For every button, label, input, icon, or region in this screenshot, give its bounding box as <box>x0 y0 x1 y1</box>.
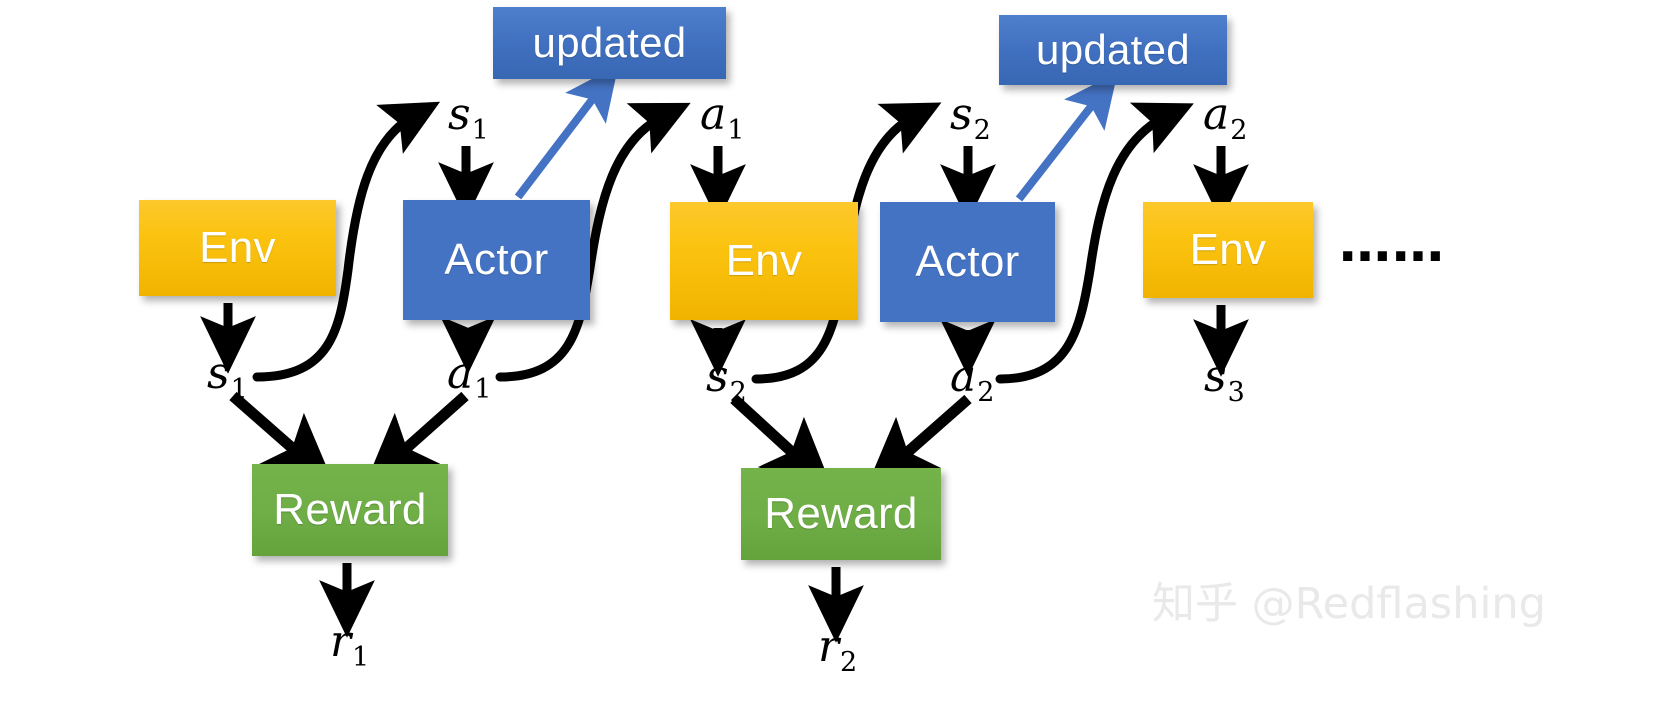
node-updated-1[interactable]: updated <box>493 7 726 79</box>
node-updated-2[interactable]: updated <box>999 15 1227 85</box>
label-a1-bottom: a1 <box>447 352 491 404</box>
node-label: Actor <box>915 237 1020 286</box>
label-subscript: 2 <box>977 377 995 408</box>
arrow-s1-to-reward1 <box>229 391 335 485</box>
label-subscript: 1 <box>727 115 745 146</box>
label-base: s <box>706 351 729 402</box>
label-s1-bottom: s1 <box>207 352 248 404</box>
arrow-a1-to-reward1 <box>364 391 469 486</box>
label-s2-bottom: s2 <box>706 355 747 407</box>
label-subscript: 2 <box>729 377 747 408</box>
watermark: 知乎 @Redflashing <box>1152 579 1546 629</box>
arrow-s2-to-reward2 <box>730 394 833 490</box>
node-label: Env <box>199 223 276 272</box>
label-base: r <box>330 616 352 667</box>
label-a2-bottom: a2 <box>950 355 994 407</box>
label-base: a <box>700 89 727 140</box>
label-subscript: 2 <box>1230 115 1248 146</box>
node-reward-1[interactable]: Reward <box>252 464 448 556</box>
node-actor-1[interactable]: Actor <box>403 200 590 320</box>
curve-s1-to-s1top <box>252 101 441 382</box>
label-base: s <box>950 89 973 140</box>
label-base: a <box>447 348 474 399</box>
label-a2-top: a2 <box>1203 93 1247 145</box>
node-label: Reward <box>273 485 427 534</box>
node-env-1[interactable]: Env <box>139 200 336 296</box>
label-a1-top: a1 <box>700 93 744 145</box>
label-base: a <box>1203 89 1230 140</box>
label-r1: r1 <box>330 620 369 672</box>
label-base: r <box>818 621 840 672</box>
label-subscript: 1 <box>230 374 248 405</box>
curve-a1-to-a1top <box>495 102 691 382</box>
label-subscript: 3 <box>1227 377 1245 408</box>
label-base: s <box>1204 351 1227 402</box>
label-base: a <box>950 351 977 402</box>
label-r2: r2 <box>818 625 857 677</box>
label-subscript: 2 <box>840 647 858 678</box>
label-subscript: 1 <box>352 642 370 673</box>
node-label: Actor <box>444 235 549 284</box>
label-base: s <box>207 348 230 399</box>
label-s1-top: s1 <box>448 93 489 145</box>
node-label: Env <box>725 236 803 285</box>
node-actor-2[interactable]: Actor <box>880 202 1055 322</box>
node-env-3[interactable]: Env <box>1143 202 1313 298</box>
node-label: updated <box>1036 26 1190 73</box>
node-env-2[interactable]: Env <box>670 202 858 320</box>
node-label: Env <box>1189 225 1267 274</box>
node-label: Reward <box>764 489 918 538</box>
label-subscript: 1 <box>471 115 489 146</box>
label-subscript: 1 <box>474 374 492 405</box>
label-s2-top: s2 <box>950 93 991 145</box>
label-subscript: 2 <box>973 115 991 146</box>
node-label: updated <box>532 19 687 66</box>
arrow-actor1-to-updated1 <box>514 65 619 200</box>
arrow-a2-to-reward2 <box>865 394 972 489</box>
curve-a2-to-a2top <box>995 102 1194 384</box>
node-reward-2[interactable]: Reward <box>741 468 941 560</box>
label-base: s <box>448 89 471 140</box>
continuation-ellipsis: …… <box>1339 214 1445 274</box>
arrow-actor2-to-updated2 <box>1015 72 1118 202</box>
label-s3-bottom: s3 <box>1204 355 1245 407</box>
